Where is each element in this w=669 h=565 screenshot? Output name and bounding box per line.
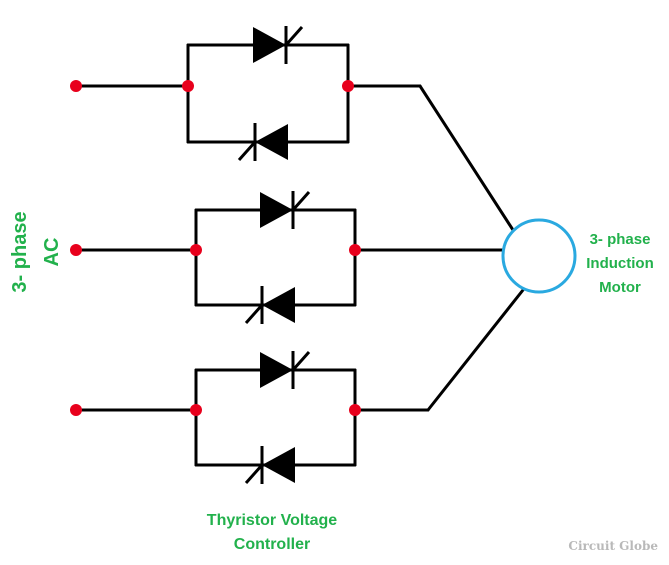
thyristor-icon	[260, 351, 311, 389]
phase-1-branch	[70, 26, 515, 232]
junction-dot-icon	[190, 244, 202, 256]
thyristor-icon	[260, 191, 311, 229]
junction-dot-icon	[349, 404, 361, 416]
junction-dot-icon	[70, 244, 82, 256]
motor-label-line1: 3- phase	[590, 231, 651, 248]
thyristor-icon	[253, 26, 304, 64]
junction-dot-icon	[70, 404, 82, 416]
motor-circle-icon	[501, 218, 577, 294]
junction-dot-icon	[70, 80, 82, 92]
controller-label-line1: Thyristor Voltage	[207, 512, 337, 529]
thyristor-icon	[244, 446, 295, 484]
watermark-text: Circuit Globe	[568, 539, 658, 553]
phase-3-motor-wire	[426, 288, 525, 412]
thyristor-icon	[237, 123, 288, 161]
junction-dot-icon	[342, 80, 354, 92]
junction-dot-icon	[190, 404, 202, 416]
phase-1-motor-wire	[418, 84, 515, 232]
junction-dot-icon	[182, 80, 194, 92]
phase-2-branch	[70, 191, 505, 324]
thyristor-icon	[244, 286, 295, 324]
phase-3-branch	[70, 288, 525, 484]
source-label-line1: 3- phase	[9, 211, 31, 292]
controller-label-line2: Controller	[234, 536, 310, 553]
source-label-line2: AC	[41, 238, 63, 267]
motor-label-line3: Motor	[599, 279, 641, 296]
junction-dot-icon	[349, 244, 361, 256]
motor-label-line2: Induction	[586, 255, 654, 272]
